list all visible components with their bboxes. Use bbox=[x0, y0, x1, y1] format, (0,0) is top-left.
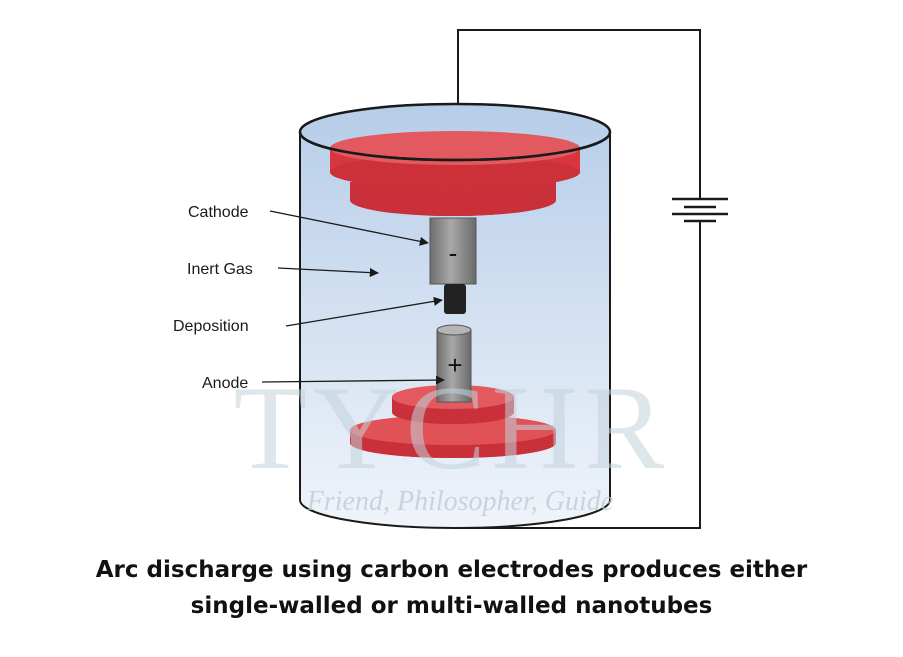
caption-line-1: Arc discharge using carbon electrodes pr… bbox=[95, 557, 808, 583]
chamber-opening bbox=[298, 102, 612, 162]
inert-gas-label: Inert Gas bbox=[187, 261, 253, 278]
watermark-tagline: Friend, Philosopher, Guide bbox=[306, 486, 613, 517]
watermark-logo: TYCHR bbox=[234, 361, 671, 494]
bottom-electrode-holder bbox=[350, 385, 556, 458]
label-arrows bbox=[261, 210, 445, 385]
plus-sign: + bbox=[447, 350, 462, 380]
anode-rod bbox=[436, 324, 472, 403]
anode-label: Anode bbox=[202, 375, 248, 392]
caption-line-2: single-walled or multi-walled nanotubes bbox=[190, 593, 713, 619]
figure-caption: Arc discharge using carbon electrodes pr… bbox=[0, 552, 903, 624]
minus-sign: - bbox=[449, 238, 458, 268]
arc-discharge-diagram: - + TYCHR Friend, Philosopher, Guide Cat… bbox=[173, 29, 728, 529]
deposition-label: Deposition bbox=[173, 318, 249, 335]
cathode-label: Cathode bbox=[188, 204, 249, 221]
cathode-rod bbox=[429, 217, 477, 314]
top-electrode-holder bbox=[330, 131, 580, 216]
battery-icon bbox=[672, 197, 728, 223]
